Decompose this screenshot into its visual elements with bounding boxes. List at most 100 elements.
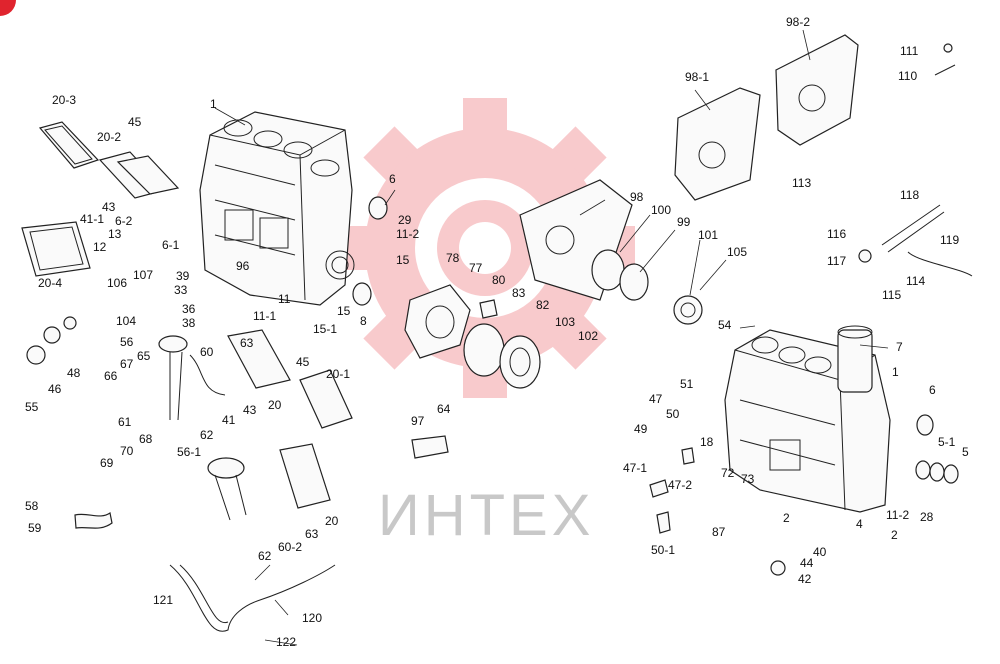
- callout-c87: 51: [680, 377, 694, 391]
- callout-c30: 62: [200, 428, 214, 442]
- callout-c100: 4: [856, 517, 863, 531]
- callout-c42: 121: [153, 593, 173, 607]
- callout-c88: 47: [649, 392, 663, 406]
- callout-c24: 67: [120, 357, 134, 371]
- callout-c12: 39: [176, 269, 190, 283]
- callout-c66: 100: [651, 203, 671, 217]
- callout-c61: 83: [512, 286, 526, 300]
- callout-c70: 103: [555, 315, 575, 329]
- leader-lines: [214, 29, 889, 646]
- callout-c90: 49: [634, 422, 648, 436]
- watermark-text: ИНТЕХ: [378, 483, 594, 548]
- callout-c3: 20-2: [97, 130, 121, 144]
- callout-c51: 15: [337, 304, 351, 318]
- callout-c34: 69: [100, 456, 114, 470]
- callout-c78: 116: [827, 227, 846, 241]
- callout-c82: 115: [882, 288, 901, 302]
- callout-c93: 47-2: [668, 478, 692, 492]
- callout-c63: 97: [411, 414, 425, 428]
- callout-c94: 72: [721, 466, 735, 480]
- callout-c44: 122: [276, 635, 296, 649]
- callout-c59: 77: [469, 261, 483, 275]
- callout-c25: 65: [137, 349, 151, 363]
- center-parts: [411, 299, 498, 459]
- callout-c97: 5: [962, 445, 969, 459]
- callout-c32: 43: [243, 403, 257, 417]
- callout-c53: 8: [360, 314, 367, 328]
- callout-c77: 118: [900, 188, 919, 202]
- callout-c57: 20: [268, 398, 282, 412]
- callout-c75: 110: [898, 69, 917, 83]
- callout-c103: 2: [891, 528, 898, 542]
- callout-c5: 43: [102, 200, 116, 214]
- callout-c6: 41-1: [80, 212, 104, 226]
- callout-c37: 59: [28, 521, 42, 535]
- callout-c11: 20-4: [38, 276, 62, 290]
- callout-c71: 102: [578, 329, 598, 343]
- callout-c86: 6: [929, 383, 936, 397]
- callout-c36: 58: [25, 499, 39, 513]
- callout-c8: 13: [108, 227, 122, 241]
- callout-c46: 29: [398, 213, 412, 227]
- callout-c99: 2: [783, 511, 790, 525]
- callout-c58: 78: [446, 251, 460, 265]
- pipes-right: [858, 43, 973, 277]
- callout-c38: 62: [258, 549, 272, 563]
- callout-c101: 11-2: [886, 508, 909, 522]
- callout-c7: 6-2: [115, 214, 133, 228]
- callout-c35: 56-1: [177, 445, 201, 459]
- side-cover-parts: [21, 121, 180, 277]
- callout-c107: 42: [798, 572, 812, 586]
- seals-rings: [352, 196, 703, 389]
- callout-c27: 66: [104, 369, 118, 383]
- callout-c47: 11-2: [396, 227, 419, 241]
- callout-c67: 99: [677, 215, 691, 229]
- callout-c64: 64: [437, 402, 451, 416]
- callout-c28: 61: [118, 415, 132, 429]
- callout-c9: 12: [93, 240, 107, 254]
- callout-c96: 5-1: [938, 435, 956, 449]
- callout-c15: 106: [107, 276, 127, 290]
- corner-badge-icon: [0, 0, 16, 16]
- callout-c33: 70: [120, 444, 134, 458]
- callout-c18: 38: [182, 316, 196, 330]
- callout-c65: 98: [630, 190, 644, 204]
- callout-c72: 98-1: [685, 70, 709, 84]
- callout-c10: 6-1: [162, 238, 180, 252]
- callout-c48: 15: [396, 253, 410, 267]
- callout-c76: 113: [792, 176, 811, 190]
- callout-c98: 87: [712, 525, 726, 539]
- callout-c73: 98-2: [786, 15, 810, 29]
- callout-c52: 15-1: [313, 322, 337, 336]
- callout-c83: 54: [718, 318, 732, 332]
- callout-c56: 20-1: [326, 367, 350, 381]
- callout-c106: 44: [800, 556, 814, 570]
- callout-c13: 33: [174, 283, 188, 297]
- callout-c20: 48: [67, 366, 81, 380]
- callout-c4: 1: [210, 97, 217, 111]
- watermark-gear-icon: [335, 98, 635, 398]
- callout-c68: 101: [698, 228, 718, 242]
- callout-c89: 50: [666, 407, 680, 421]
- callout-c80: 117: [827, 254, 846, 268]
- callout-c29: 68: [139, 432, 153, 446]
- engine-block-right: [724, 325, 891, 513]
- callout-c49: 11: [278, 292, 291, 306]
- callout-c23: 56: [120, 335, 134, 349]
- callout-c95: 73: [741, 472, 755, 486]
- callout-c50: 11-1: [253, 309, 276, 323]
- callout-c21: 46: [48, 382, 62, 396]
- callout-c41: 20: [325, 514, 339, 528]
- callout-c22: 55: [25, 400, 39, 414]
- callout-c60: 80: [492, 273, 506, 287]
- callout-c105: 40: [813, 545, 827, 559]
- callout-c19: 104: [116, 314, 136, 328]
- oil-pipes-left: [26, 316, 353, 632]
- callout-c85: 1: [892, 365, 899, 379]
- engine-block-left: [199, 111, 355, 306]
- callout-c45: 6: [389, 172, 396, 186]
- callout-c84: 7: [896, 340, 903, 354]
- callout-c1: 20-3: [52, 93, 76, 107]
- callout-c79: 119: [940, 233, 959, 247]
